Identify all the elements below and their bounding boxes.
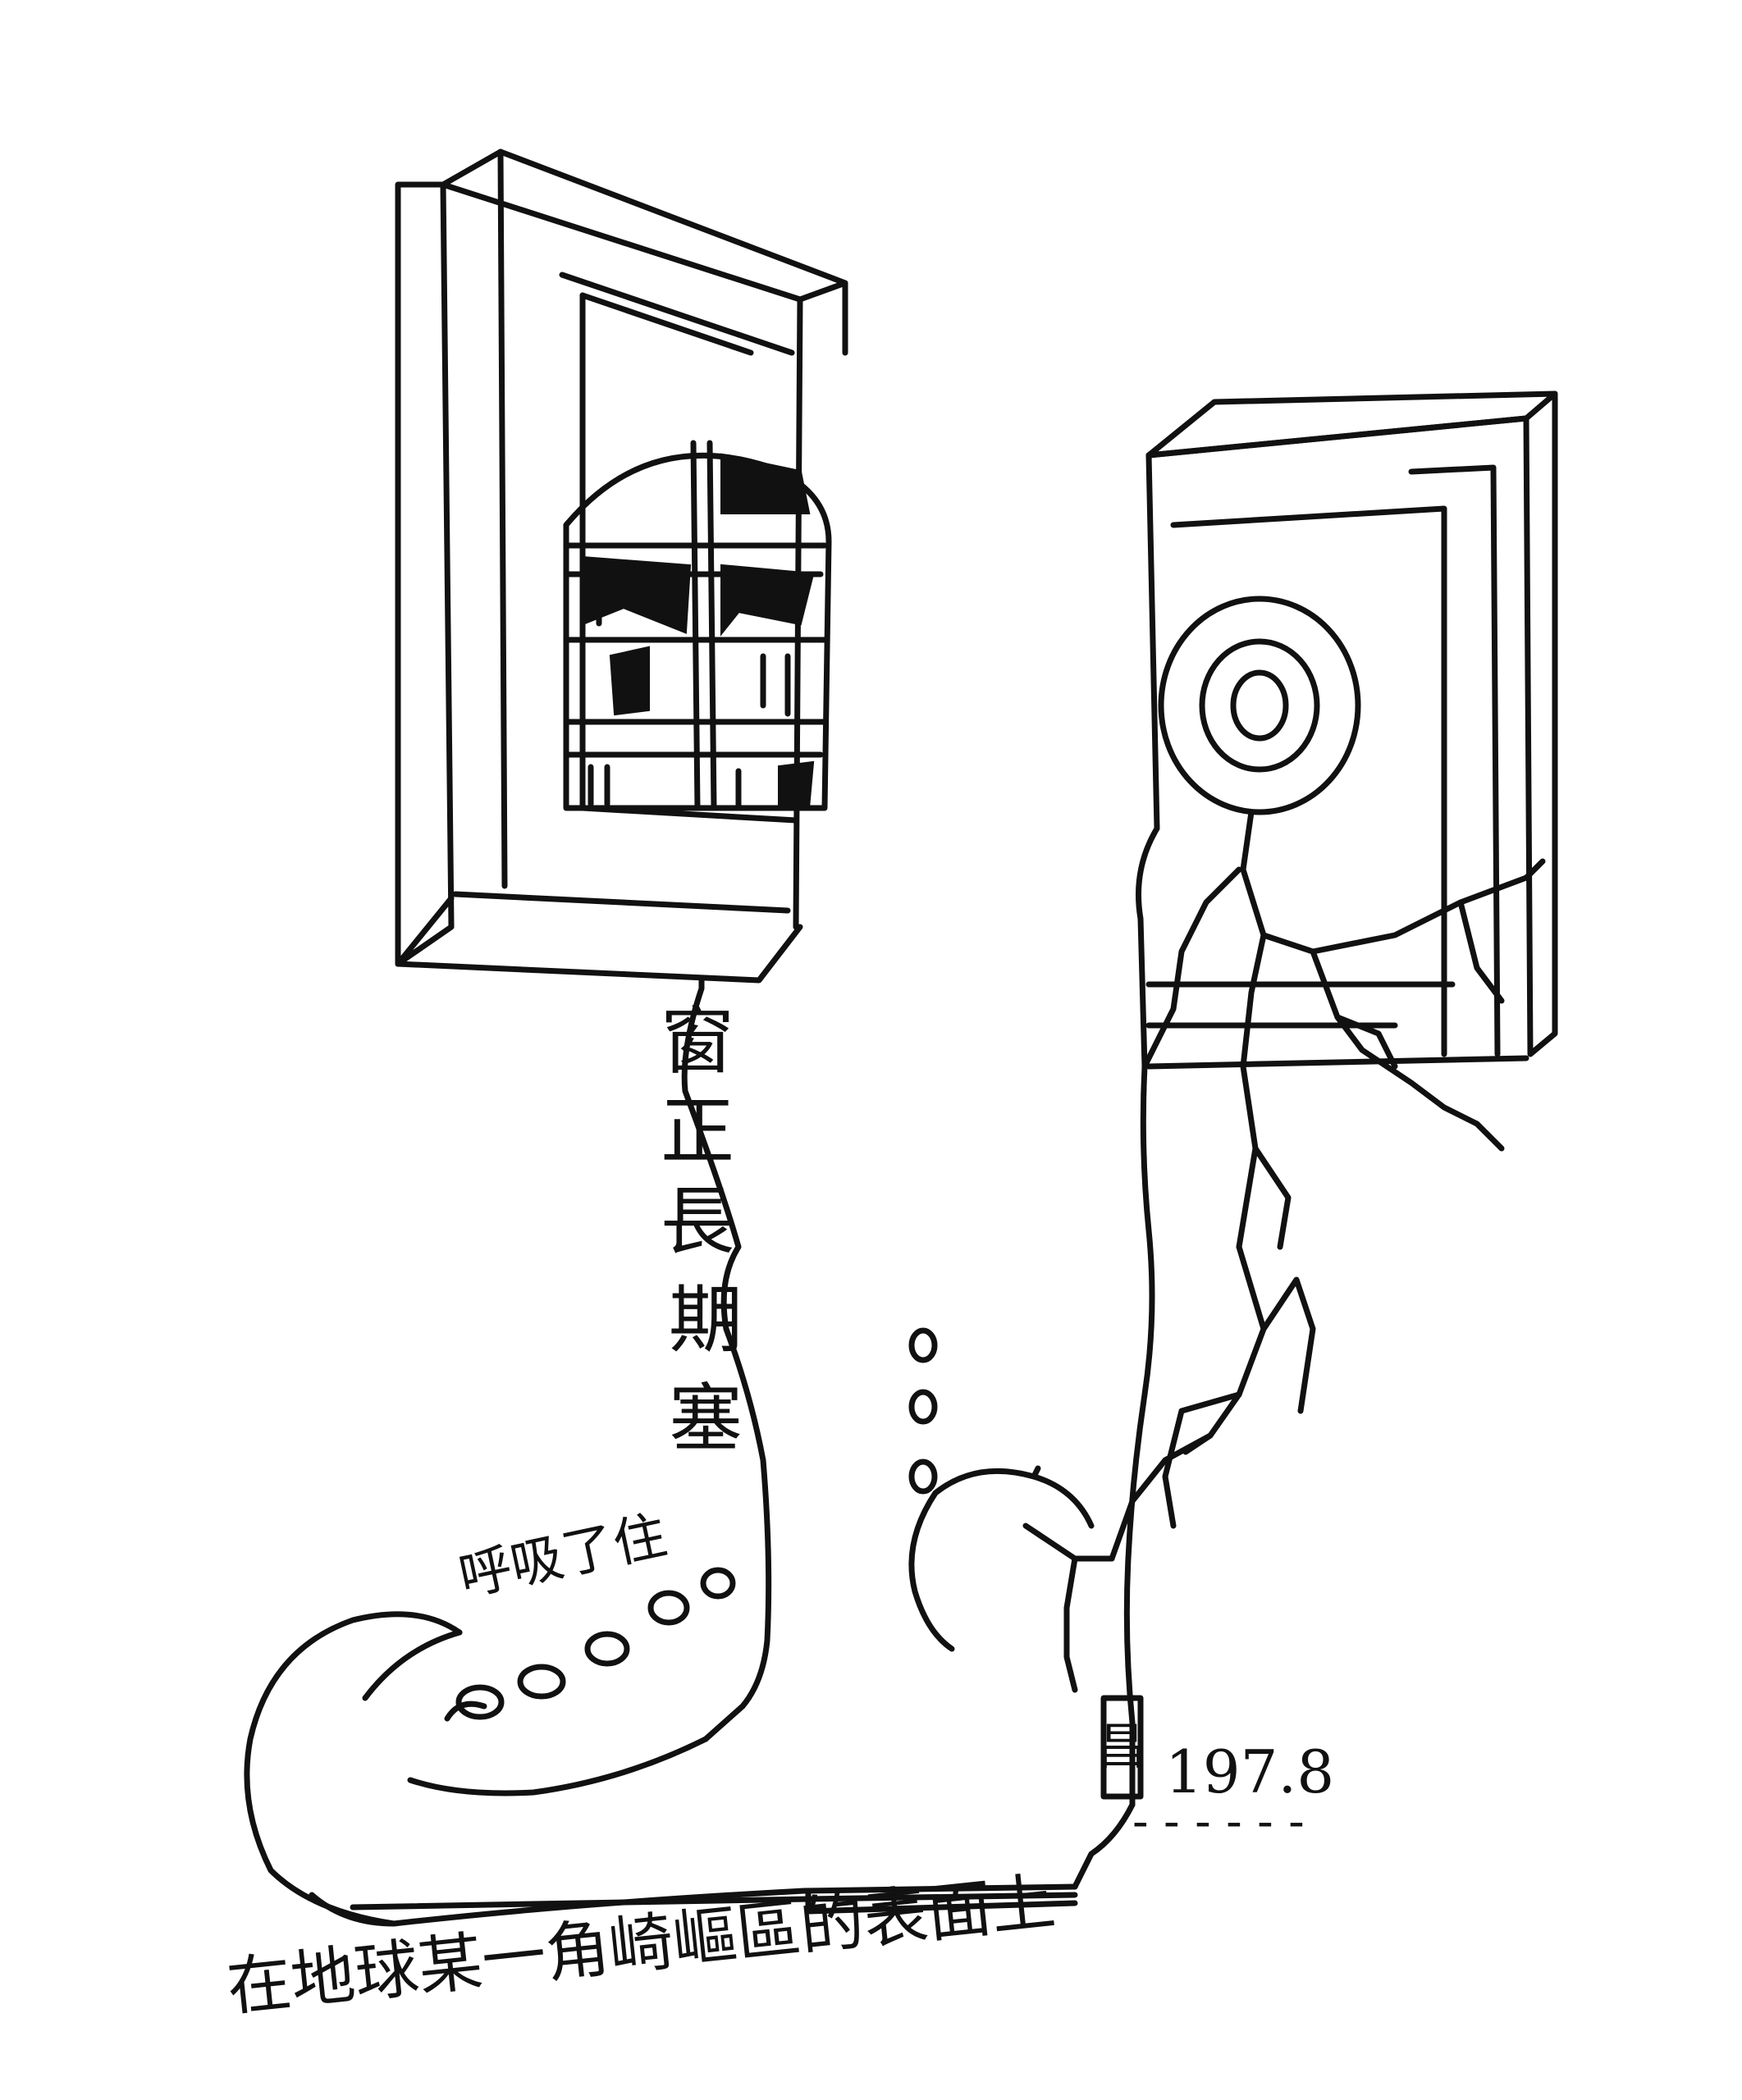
boot-outline	[244, 977, 1155, 1927]
bottom-caption: 在地球某一角崎嶇區的表面上	[224, 1865, 1059, 2025]
arched-window-icon	[563, 440, 832, 811]
vertical-char-4: 期	[669, 1277, 743, 1363]
vertical-char-3: 長	[661, 1179, 734, 1265]
right-window-frame	[1136, 390, 1558, 1070]
date-label: 197.8	[1165, 1737, 1334, 1806]
side-caption: 呼吸了住	[454, 1505, 672, 1609]
target-icon	[1158, 596, 1361, 815]
crack-lines	[1022, 809, 1546, 1693]
bottom-trail: - - - - - -	[1132, 1793, 1305, 1849]
signature-seal: 昌	[1097, 1695, 1146, 1800]
vertical-char-5: 塞	[669, 1376, 743, 1462]
lace-eyelets	[444, 1327, 938, 1722]
signature-char: 昌	[1097, 1719, 1146, 1776]
vertical-char-1: 窗	[661, 998, 734, 1084]
vertical-char-2: 正	[661, 1089, 734, 1175]
vertical-caption: 窗 正 長 期 塞	[661, 998, 743, 1462]
